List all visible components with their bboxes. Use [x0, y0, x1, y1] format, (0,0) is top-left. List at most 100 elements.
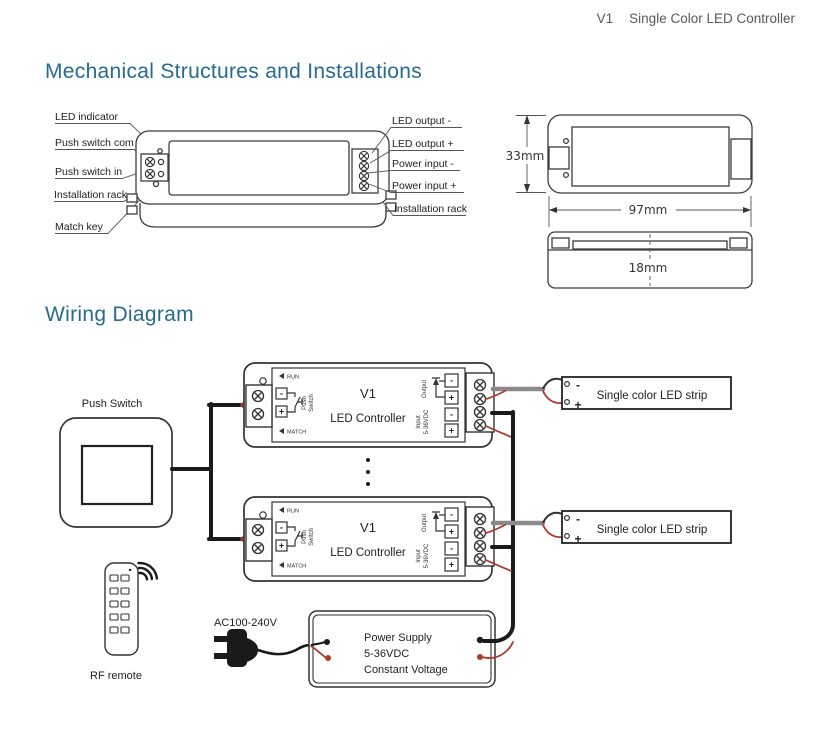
label-push-switch-com: Push switch com [55, 137, 134, 149]
remote-buttons [109, 574, 130, 634]
strip-minus: - [576, 378, 580, 392]
run-label: RUN [287, 509, 299, 515]
ac-input-label: AC100-240V [214, 617, 278, 629]
dim-label-bg [505, 147, 546, 164]
rack-tab-left-1 [126, 193, 138, 203]
power-supply-inner-border [312, 614, 492, 684]
terminal-screw [251, 523, 265, 537]
top-view-dot-2 [562, 171, 570, 179]
mechanical-labels-left: LED indicator Push switch com Push switc… [54, 111, 159, 234]
leader-installation-rack-right [382, 201, 466, 216]
ps-line3: Constant Voltage [364, 664, 448, 676]
plug-prong [214, 653, 229, 659]
output-minus: - [450, 376, 453, 386]
label-match-key: Match key [55, 221, 104, 233]
label-installation-rack-left: Installation rack [54, 189, 128, 201]
dim-height: 33mm [506, 149, 545, 163]
leader-match-key [55, 184, 155, 234]
rf-remote-label: RF remote [90, 670, 142, 682]
label-led-indicator: LED indicator [55, 111, 119, 123]
input-vertical-label: Input [416, 415, 422, 429]
leader-push-switch-com [55, 149, 147, 160]
dc-bus-red [481, 641, 514, 659]
dc-bus-black [482, 410, 515, 643]
ellipsis-dot [366, 458, 370, 462]
terminal-screw [473, 378, 487, 392]
top-view-right-tab [730, 138, 752, 180]
output-wire-red [485, 390, 506, 400]
leader-led-output-plus [369, 150, 464, 164]
push-vertical-label: Push [302, 396, 308, 410]
power-supply-case [308, 610, 496, 688]
remote-button [120, 574, 130, 582]
input-minus-box [444, 541, 459, 556]
strip-terminal-minus [563, 515, 570, 522]
input-wire-red [485, 425, 512, 438]
diode-wires [432, 377, 445, 398]
led-strip: - + Single color LED strip [561, 510, 732, 546]
controller-strip-unit: RUN MATCH - + Push Switch V1 LED Control… [207, 362, 732, 448]
run-arrow-icon [279, 507, 284, 513]
top-view-panel [571, 126, 730, 187]
input-plus-box [444, 557, 459, 572]
controller-screw-hole [259, 511, 267, 519]
terminal-screw [473, 539, 487, 553]
diode-wires [432, 511, 445, 532]
arrowhead [549, 207, 557, 213]
run-label: RUN [287, 375, 299, 381]
controller-perspective-drawing [126, 130, 397, 228]
controller-name: LED Controller [330, 547, 406, 559]
label-push-switch-in: Push switch in [55, 166, 122, 178]
remote-button [109, 626, 119, 634]
output-plus: + [449, 527, 454, 537]
remote-button [120, 587, 130, 595]
page-header: V1 Single Color LED Controller [597, 11, 795, 26]
rack-tab-right-1 [385, 190, 397, 200]
dim-depth: 18mm [629, 261, 668, 275]
terminal-screw [358, 170, 370, 182]
section-title-wiring: Wiring Diagram [45, 303, 194, 326]
switch-vertical-label: Switch [309, 528, 315, 546]
remote-button [120, 613, 130, 621]
diode-icon [433, 378, 439, 385]
dim-width: 97mm [629, 203, 668, 217]
terminal-screw [251, 407, 265, 421]
remote-button [109, 587, 119, 595]
match-key-dot [152, 180, 160, 188]
input-plus-box [444, 423, 459, 438]
switch-symbol [287, 392, 303, 413]
label-power-input-minus: Power input - [392, 158, 454, 170]
terminal-screw [251, 541, 265, 555]
arrowhead [524, 184, 530, 193]
input-plus: + [449, 560, 454, 570]
switch-minus: - [280, 389, 283, 399]
led-strip-label: Single color LED strip [597, 524, 708, 536]
rf-wave-icon [138, 571, 149, 581]
top-view-dot-1 [562, 137, 570, 145]
input-minus-box [444, 407, 459, 422]
plug-prong [214, 636, 229, 642]
led-controller: RUN MATCH - + Push Switch V1 LED Control… [243, 362, 495, 448]
terminal-screw [473, 512, 487, 526]
input-plus: + [449, 426, 454, 436]
strip-plus: + [574, 532, 581, 546]
arrowhead [524, 115, 530, 124]
output-plus-box [444, 524, 459, 539]
terminal-hole [157, 170, 165, 178]
switch-plus: + [279, 541, 284, 551]
diode-icon [433, 512, 439, 519]
ps-ac-wire-red [310, 645, 326, 658]
label-led-output-plus: LED output + [392, 138, 454, 150]
push-vertical-label: Push [302, 530, 308, 544]
power-supply: Power Supply 5-36VDC Constant Voltage [308, 610, 496, 688]
strip-terminal-minus [563, 381, 570, 388]
label-led-output-minus: LED output - [392, 115, 451, 127]
led-strip: - + Single color LED strip [561, 376, 732, 412]
led-strip-label: Single color LED strip [597, 390, 708, 402]
rf-wave-icon [137, 566, 154, 581]
led-indicator-dot [157, 148, 163, 154]
output-minus-box [444, 507, 459, 522]
dim-label-bg [621, 201, 676, 218]
